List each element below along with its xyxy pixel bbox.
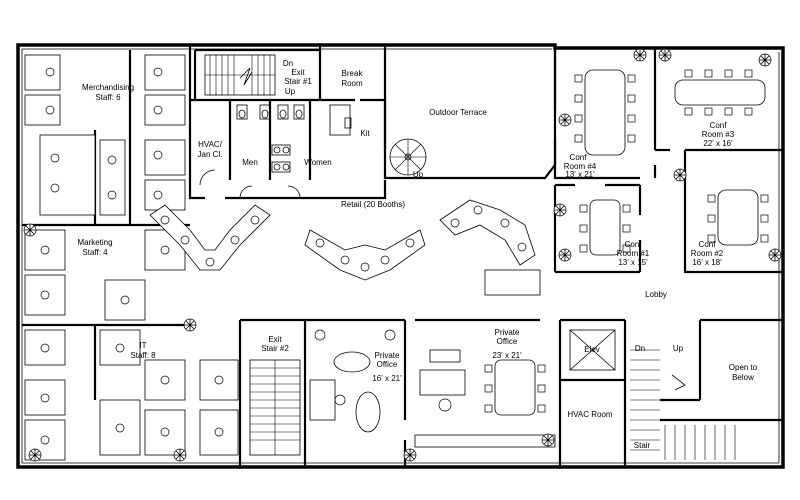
conf4-size-label: 13' x 21' bbox=[565, 170, 595, 179]
stair-up-label: Up bbox=[673, 344, 684, 353]
spiral-stair bbox=[389, 138, 427, 176]
conf1-size-label: 13' x 15' bbox=[618, 258, 648, 267]
outdoor-terrace-label: Outdoor Terrace bbox=[429, 108, 487, 117]
stair-label: Stair bbox=[634, 441, 651, 450]
exit-stair-1 bbox=[204, 54, 276, 96]
merchandising-label: Merchandising bbox=[82, 83, 134, 92]
conf1-label-2: Room #1 bbox=[617, 249, 650, 258]
private-office-left-label-1: Private bbox=[375, 351, 400, 360]
private-office-left-size-label: 16' x 21' bbox=[372, 374, 402, 383]
conf2-label-1: Conf bbox=[699, 240, 717, 249]
exit-stair-2 bbox=[249, 359, 301, 456]
stair1-exit-label: Exit bbox=[291, 68, 305, 77]
hvac-jan-label-2: Jan Cl. bbox=[198, 150, 223, 159]
merchandising-workstations bbox=[24, 54, 186, 216]
open-to-below-label-1: Open to bbox=[729, 363, 758, 372]
marketing-label: Marketing bbox=[77, 238, 112, 247]
conf2-label-2: Room #2 bbox=[691, 249, 724, 258]
retail-label: Retail (20 Booths) bbox=[341, 200, 405, 209]
women-label: Women bbox=[304, 158, 331, 167]
stair1-dn-label: Dn bbox=[283, 59, 293, 68]
merchandising-staff-label: Staff: 6 bbox=[95, 93, 121, 102]
men-label: Men bbox=[242, 158, 258, 167]
break-room-label-2: Room bbox=[341, 79, 363, 88]
private-office-right-label-1: Private bbox=[495, 328, 520, 337]
restrooms bbox=[199, 104, 352, 199]
conf4-label-2: Room #4 bbox=[564, 162, 597, 171]
stair1-up-label: Up bbox=[285, 87, 296, 96]
conf3-size-label: 22' x 16' bbox=[703, 139, 733, 148]
stair-dn-label: Dn bbox=[635, 344, 645, 353]
main-stair bbox=[630, 349, 736, 460]
private-office-left-label-2: Office bbox=[377, 360, 398, 369]
hvac-room-label: HVAC Room bbox=[567, 410, 613, 419]
conf3-label-1: Conf bbox=[710, 121, 728, 130]
stair2-number-label: Stair #2 bbox=[261, 344, 289, 353]
conf1-label-1: Conf bbox=[625, 240, 643, 249]
retail-booths bbox=[149, 199, 541, 296]
kit-label: Kit bbox=[360, 129, 370, 138]
hvac-jan-label-1: HVAC/ bbox=[198, 140, 223, 149]
conf2-size-label: 16' x 18' bbox=[692, 258, 722, 267]
private-office-furniture bbox=[309, 329, 556, 448]
stair1-number-label: Stair #1 bbox=[284, 77, 312, 86]
it-workstations bbox=[24, 329, 239, 461]
break-room-label-1: Break bbox=[342, 69, 364, 78]
open-to-below-label-2: Below bbox=[732, 373, 754, 382]
private-office-right-size-label: 23' x 21' bbox=[492, 351, 522, 360]
it-label: IT bbox=[139, 341, 146, 350]
marketing-staff-label: Staff: 4 bbox=[82, 248, 108, 257]
conf3-label-2: Room #3 bbox=[702, 130, 735, 139]
conference-tables bbox=[484, 69, 769, 416]
it-staff-label: Staff: 8 bbox=[130, 351, 156, 360]
private-office-right-label-2: Office bbox=[497, 337, 518, 346]
room-labels: Merchandising Staff: 6 Marketing Staff: … bbox=[77, 59, 757, 450]
stair2-exit-label: Exit bbox=[268, 335, 282, 344]
elevator bbox=[569, 329, 616, 371]
spiral-up-label: Up bbox=[413, 170, 424, 179]
conf4-label-1: Conf bbox=[570, 153, 588, 162]
lobby-label: Lobby bbox=[645, 290, 667, 299]
plants bbox=[23, 48, 782, 462]
elev-label: Elev bbox=[584, 345, 600, 354]
